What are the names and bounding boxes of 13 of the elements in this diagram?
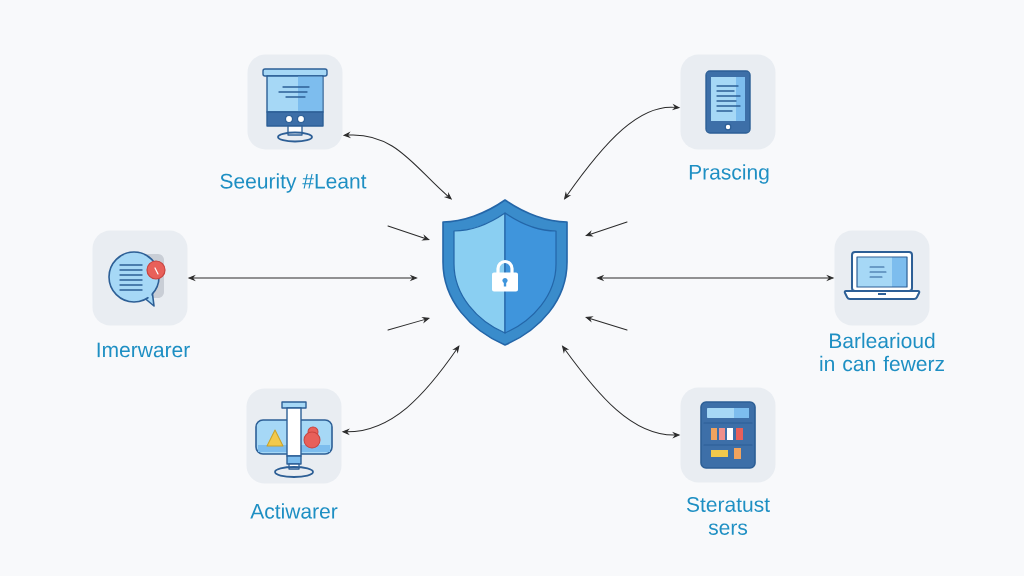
icon-label: Steratust sers [686,497,770,535]
double-arrow [562,345,680,438]
icon-label: Prascing [689,164,769,184]
shield-icon [442,199,568,346]
double-arrow [188,275,417,281]
icon-label: Barlearioud in can fewerz [820,332,944,372]
icon-label: Actiwarer [250,503,338,519]
double-arrow [342,345,460,435]
icon-label: Imerwarer [97,342,190,358]
double-arrow [564,104,680,200]
double-arrow [343,132,452,200]
double-arrow [597,275,834,281]
icon-label: Seeurity #Leant [220,173,367,193]
